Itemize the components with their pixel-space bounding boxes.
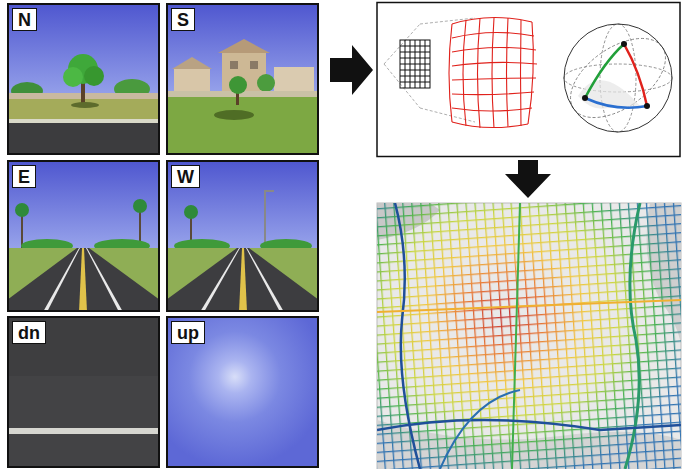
photo-panel: dn bbox=[7, 316, 160, 468]
photo-panel: N bbox=[7, 3, 160, 155]
direction-label: dn bbox=[12, 321, 46, 344]
photo-panel: up bbox=[166, 316, 319, 468]
photo-panel: W bbox=[166, 160, 319, 312]
photo-panel: S bbox=[166, 3, 319, 155]
photo-panel: E bbox=[7, 160, 160, 312]
direction-label: N bbox=[12, 8, 37, 31]
direction-label: up bbox=[171, 321, 205, 344]
direction-label: S bbox=[171, 8, 195, 31]
direction-label: E bbox=[12, 165, 36, 188]
direction-label: W bbox=[171, 165, 200, 188]
